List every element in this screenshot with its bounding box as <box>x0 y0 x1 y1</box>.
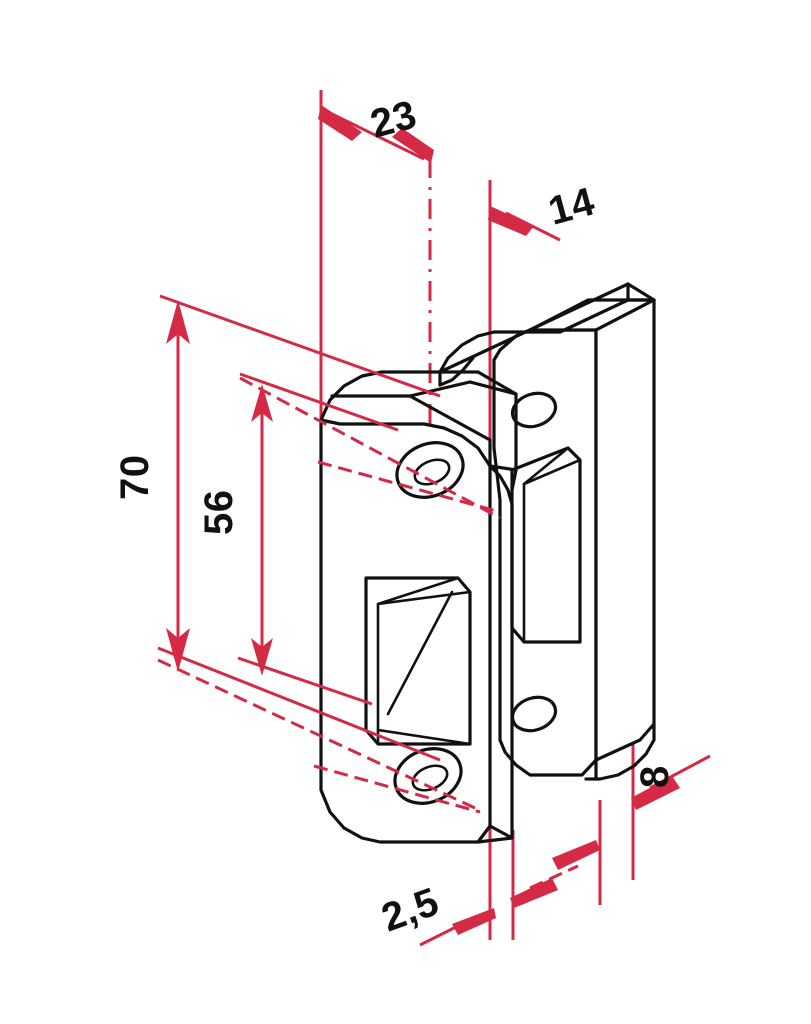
dim-70-arrowhead-bottom <box>166 628 190 672</box>
front-plate-top-face-diag <box>408 394 492 442</box>
rear-plate-inner-bevel <box>438 356 475 387</box>
rear-plate-right-face <box>594 298 656 762</box>
front-plate-face <box>319 418 492 844</box>
centerline-hole-bottom-cross <box>313 764 481 814</box>
dim-56-ext-top <box>239 372 399 432</box>
dim-23-line <box>329 111 425 161</box>
dim-23-arrowhead-left <box>318 105 362 141</box>
front-plate-top-left-bevel <box>319 370 402 422</box>
hole-centerline-leaders <box>157 376 501 814</box>
front-cutout-bottom-inner <box>376 728 472 746</box>
centerline-hole-top-cross <box>317 460 501 514</box>
dim-56-arrowhead-bottom <box>251 638 273 676</box>
dim-56-arrowhead-top <box>251 384 273 422</box>
dimension-14: 14 <box>488 179 600 242</box>
dimension-annotations: 23 14 70 <box>113 92 711 947</box>
dim-14-arrowhead <box>488 206 534 236</box>
dim-14-label: 14 <box>544 179 600 233</box>
part-geometry <box>319 282 656 844</box>
rear-cutout-depth-edge <box>522 458 582 486</box>
dim-gap-line <box>529 864 579 890</box>
dim-70-ext-top <box>159 294 441 398</box>
dimension-2-5: 2,5 <box>376 880 496 947</box>
front-plate-top-inner-edge <box>330 380 472 398</box>
front-plate-right-edge-link <box>488 464 518 472</box>
leader-upper-hole <box>239 376 501 520</box>
front-plate-top-chamfer <box>468 380 518 396</box>
dimension-56: 56 <box>197 372 399 706</box>
dim-23-arrowhead-right <box>392 128 434 163</box>
dimension-23: 23 <box>318 92 434 163</box>
dim-gap-arrowhead-left <box>510 878 558 908</box>
front-cutout-top-inner <box>376 590 472 606</box>
dimension-gap-double-arrow <box>510 840 600 908</box>
hole-top-front-outer <box>395 441 465 499</box>
front-plate-bottom-right-edge <box>476 836 514 844</box>
rear-plate-back-top-edge <box>438 282 630 374</box>
dim-gap-arrowhead-right <box>552 840 600 870</box>
rear-plate-top-edge-2 <box>558 298 630 334</box>
front-cutout-ramp <box>386 590 454 716</box>
dim-8-arrowhead <box>631 776 680 810</box>
dimension-70: 70 <box>113 294 441 762</box>
dim-25-arrowhead <box>452 908 496 935</box>
dim-8-label: 8 <box>633 765 677 788</box>
front-plate-right-corner-bevel <box>488 438 514 522</box>
dimension-8: 8 <box>631 754 711 810</box>
dim-56-label: 56 <box>197 490 241 536</box>
dim-25-label: 2,5 <box>376 880 445 941</box>
rear-plate-bottom-right-bevel <box>584 722 656 781</box>
dim-70-arrowhead-top <box>166 300 190 344</box>
rear-plate-left-face <box>492 328 598 777</box>
hole-top-rear <box>510 391 558 429</box>
dim-70-label: 70 <box>113 455 157 501</box>
leader-lower-hole <box>157 658 476 810</box>
rear-plate-back-top-right <box>626 282 656 302</box>
dim-70-ext-bottom <box>157 646 441 762</box>
